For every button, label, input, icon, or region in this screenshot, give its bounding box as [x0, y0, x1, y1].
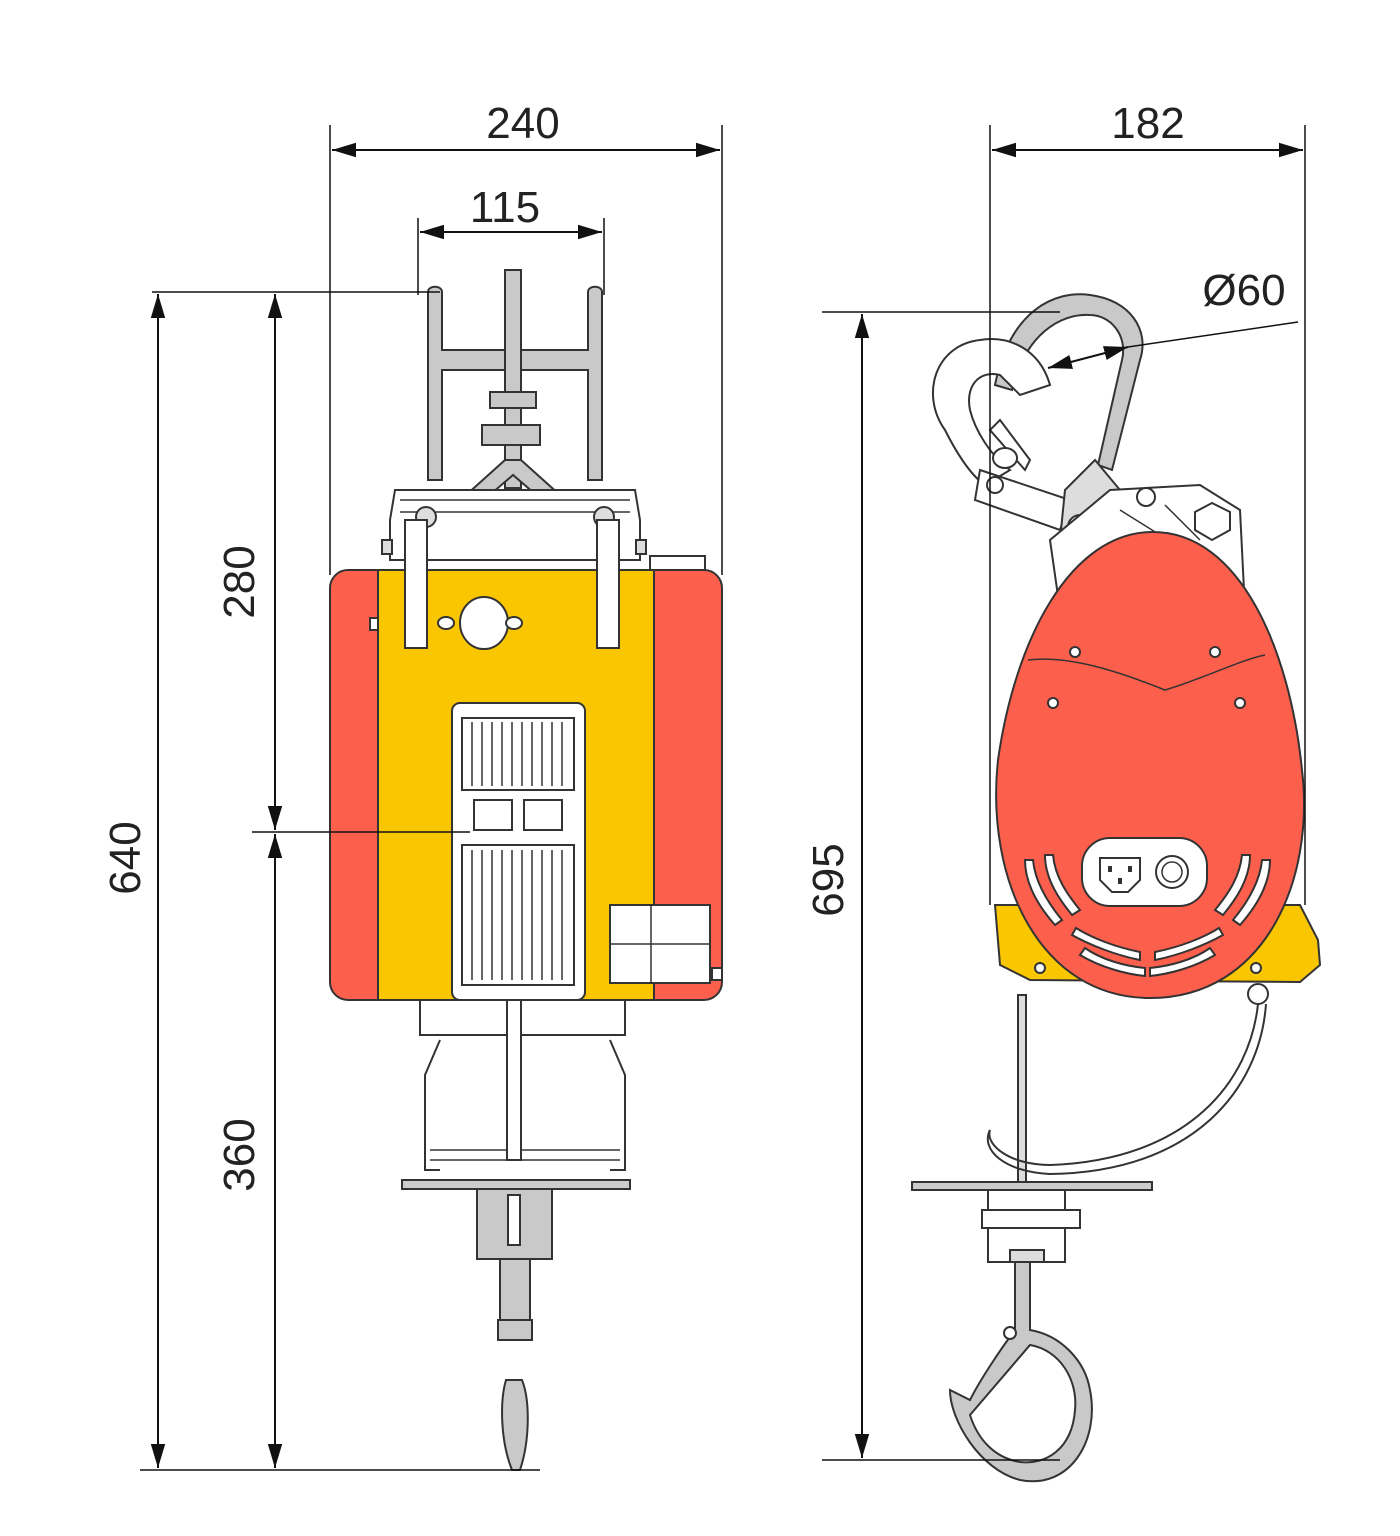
lower-fins — [471, 850, 563, 980]
dim-side-width: 182 — [1111, 99, 1184, 148]
side-red-body — [995, 530, 1306, 1000]
front-frame-bracket — [381, 489, 706, 571]
front-view — [329, 269, 723, 1471]
dim-front-width: 240 — [486, 99, 559, 148]
dim-lower-height: 360 — [215, 1118, 264, 1191]
side-cable — [986, 983, 1269, 1186]
vent-slots — [1023, 854, 1272, 978]
side-view — [911, 293, 1322, 1483]
dim-side-height: 695 — [804, 843, 853, 916]
upper-fins — [471, 722, 563, 786]
dim-total-height: 640 — [101, 821, 150, 894]
front-main-body — [329, 519, 723, 1001]
front-lower-frame — [401, 999, 631, 1471]
dim-upper-height: 280 — [215, 545, 264, 618]
dimension-lines — [140, 125, 1306, 1471]
dim-hook-span: 115 — [470, 183, 540, 232]
side-lower-hook — [911, 1181, 1153, 1483]
dim-hook-diameter: Ø60 — [1202, 266, 1285, 315]
